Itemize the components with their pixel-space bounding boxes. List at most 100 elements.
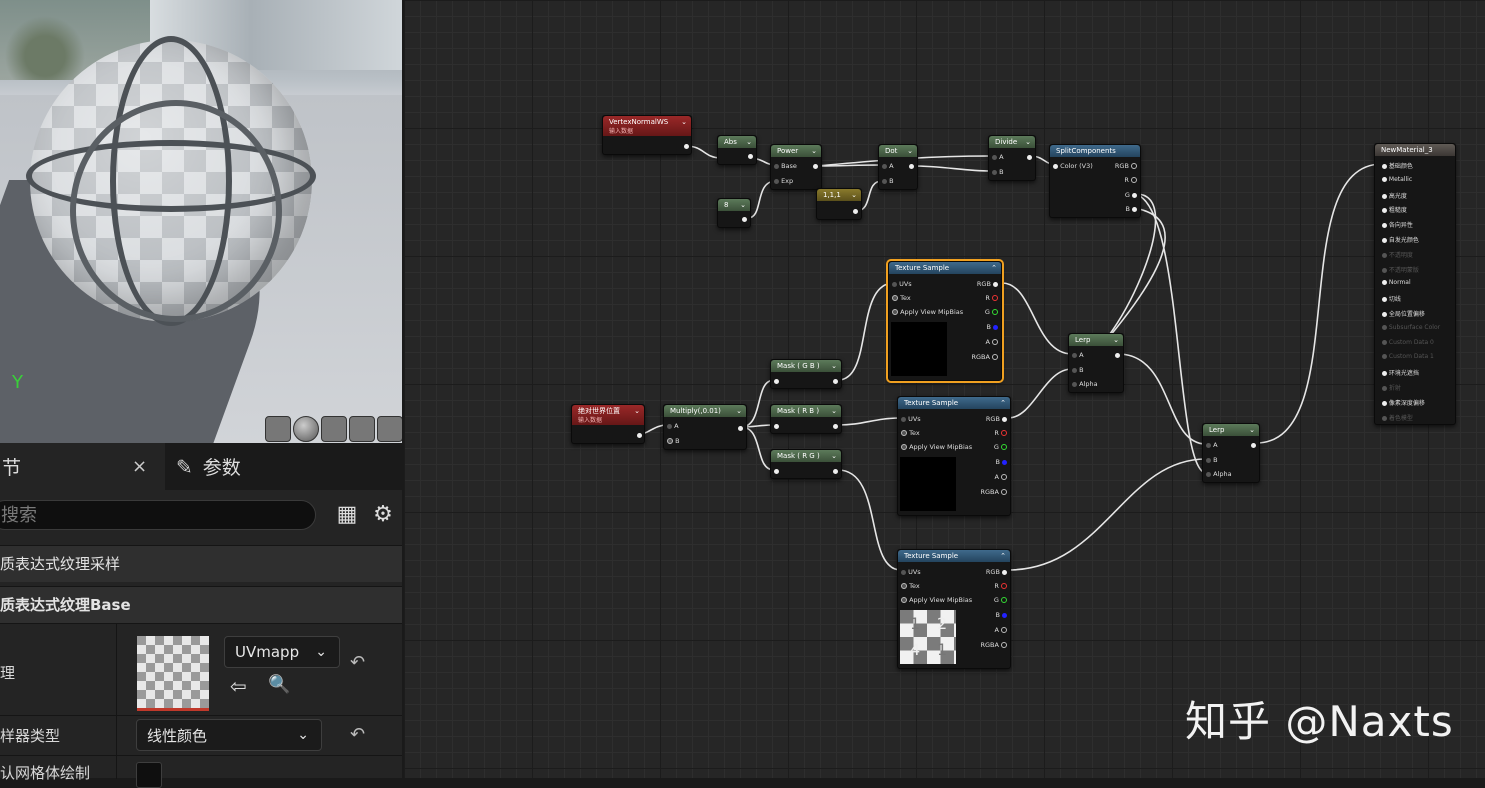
input-pin-alpha[interactable]: Alpha [1206, 470, 1232, 478]
output-pin-rgba[interactable]: RGBA [980, 488, 1007, 496]
input-pin-b[interactable]: B [1206, 456, 1218, 464]
texture-thumbnail[interactable] [137, 636, 209, 711]
output-pin-a[interactable]: A [994, 626, 1007, 634]
material-input-pin[interactable]: Custom Data 1 [1382, 353, 1434, 360]
browse-asset-icon[interactable]: 🔍 [268, 674, 291, 695]
material-input-pin[interactable]: 像素深度偏移 [1382, 398, 1425, 407]
input-pin[interactable] [774, 377, 779, 385]
output-pin-g[interactable]: G [1125, 191, 1137, 199]
node-texture-sample-3[interactable]: Texture Sample⌃ UVs Tex Apply View MipBi… [897, 549, 1011, 669]
output-pin-rgb[interactable]: RGB [986, 568, 1007, 576]
material-graph-canvas[interactable]: VertexNormalWS 输入数据 ⌄ Abs⌄ Power⌄ Base E… [404, 0, 1485, 778]
gear-icon[interactable]: ⚙ [373, 502, 393, 527]
reset-to-default-icon[interactable]: ↶ [350, 652, 366, 673]
output-pin[interactable] [637, 431, 642, 439]
output-pin-b[interactable]: B [995, 458, 1007, 466]
collapse-icon[interactable]: ⌃ [1000, 552, 1006, 560]
node-lerp-1[interactable]: Lerp⌄ A B Alpha [1068, 333, 1124, 393]
node-abs[interactable]: Abs⌄ [717, 135, 757, 165]
input-pin-mipbias[interactable]: Apply View MipBias [892, 308, 963, 316]
reset-to-default-icon[interactable]: ↶ [350, 724, 366, 745]
output-pin[interactable] [813, 162, 818, 170]
input-pin-uvs[interactable]: UVs [901, 568, 921, 576]
material-input-pin[interactable]: Metallic [1382, 176, 1412, 183]
input-pin-a[interactable]: A [1072, 351, 1084, 359]
output-pin-rgb[interactable]: RGB [986, 415, 1007, 423]
node-material-output[interactable]: NewMaterial_3 基础颜色 Metallic 高光度 粗糙度 各向异性… [1374, 143, 1456, 425]
input-pin[interactable] [774, 467, 779, 475]
input-pin-exp[interactable]: Exp [774, 177, 793, 185]
input-pin-mipbias[interactable]: Apply View MipBias [901, 596, 972, 604]
output-pin-b[interactable]: B [995, 611, 1007, 619]
material-input-pin[interactable]: 高光度 [1382, 191, 1407, 200]
node-texture-sample-1[interactable]: Texture Sample⌃ UVs Tex Apply View MipBi… [886, 259, 1004, 383]
output-pin[interactable] [748, 152, 753, 160]
output-pin-r[interactable]: R [1124, 176, 1137, 184]
input-pin-a[interactable]: A [882, 162, 894, 170]
collapse-icon[interactable]: ⌃ [1000, 399, 1006, 407]
material-input-pin[interactable]: Normal [1382, 279, 1411, 286]
collapse-icon[interactable]: ⌃ [991, 264, 997, 272]
output-pin-rgba[interactable]: RGBA [971, 353, 998, 361]
input-pin-tex[interactable]: Tex [901, 429, 920, 437]
input-pin-a[interactable]: A [992, 153, 1004, 161]
output-pin-r[interactable]: R [985, 294, 998, 302]
output-pin[interactable] [742, 215, 747, 223]
input-pin-alpha[interactable]: Alpha [1072, 380, 1098, 388]
input-pin-color[interactable]: Color (V3) [1053, 162, 1093, 170]
cylinder-mesh-button[interactable] [265, 416, 291, 442]
use-selected-asset-icon[interactable]: ⇦ [230, 674, 247, 698]
material-input-pin[interactable]: 不透明蒙版 [1382, 265, 1419, 274]
input-pin-b[interactable]: B [992, 168, 1004, 176]
output-pin-b[interactable]: B [1125, 205, 1137, 213]
output-pin[interactable] [833, 377, 838, 385]
default-mesh-paint-checkbox[interactable] [136, 762, 162, 788]
section-texture-base[interactable]: 质表达式纹理Base [0, 586, 402, 623]
node-power[interactable]: Power⌄ Base Exp [770, 144, 822, 190]
output-pin[interactable] [833, 467, 838, 475]
material-input-pin[interactable]: 基础颜色 [1382, 161, 1413, 170]
table-view-icon[interactable]: ▦ [336, 502, 358, 527]
material-input-pin[interactable]: 各向异性 [1382, 220, 1413, 229]
input-pin-mipbias[interactable]: Apply View MipBias [901, 443, 972, 451]
output-pin-a[interactable]: A [985, 338, 998, 346]
input-pin-tex[interactable]: Tex [892, 294, 911, 302]
node-mask-gb[interactable]: Mask ( G B )⌄ [770, 359, 842, 389]
output-pin-r[interactable]: R [994, 582, 1007, 590]
node-mask-rg[interactable]: Mask ( R G )⌄ [770, 449, 842, 479]
material-input-pin[interactable]: 着色模型 [1382, 413, 1413, 422]
material-input-pin[interactable]: 不透明度 [1382, 250, 1413, 259]
node-vertex-normal-ws[interactable]: VertexNormalWS 输入数据 ⌄ [602, 115, 692, 155]
output-pin-rgb[interactable]: RGB [1115, 162, 1137, 170]
material-input-pin[interactable]: 环境光遮挡 [1382, 368, 1419, 377]
output-pin-g[interactable]: G [994, 596, 1007, 604]
search-input[interactable] [0, 500, 316, 530]
output-pin-r[interactable]: R [994, 429, 1007, 437]
node-constant-8[interactable]: 8⌄ [717, 198, 751, 228]
node-dot[interactable]: Dot⌄ A B [878, 144, 918, 190]
custom-mesh-button[interactable] [377, 416, 402, 442]
input-pin-uvs[interactable]: UVs [901, 415, 921, 423]
input-pin[interactable] [774, 422, 779, 430]
input-pin-base[interactable]: Base [774, 162, 797, 170]
material-preview-viewport[interactable]: Y [0, 0, 402, 443]
output-pin[interactable] [909, 162, 914, 170]
node-mask-rb[interactable]: Mask ( R B )⌄ [770, 404, 842, 434]
section-texture-sample[interactable]: 质表达式纹理采样 [0, 545, 402, 582]
texture-asset-combo[interactable]: UVmapp ⌄ [224, 636, 340, 668]
node-split-components[interactable]: SplitComponents Color (V3) RGB R G B [1049, 144, 1141, 218]
output-pin-g[interactable]: G [985, 308, 998, 316]
input-pin-b[interactable]: B [882, 177, 894, 185]
node-lerp-2[interactable]: Lerp⌄ A B Alpha [1202, 423, 1260, 483]
input-pin-a[interactable]: A [1206, 441, 1218, 449]
sphere-mesh-button[interactable] [293, 416, 319, 442]
material-input-pin[interactable]: Subsurface Color [1382, 324, 1440, 331]
plane-mesh-button[interactable] [321, 416, 347, 442]
node-multiply[interactable]: Multiply(,0.01)⌄ A B [663, 404, 747, 450]
material-input-pin[interactable]: 全局位置偏移 [1382, 309, 1425, 318]
material-input-pin[interactable]: 粗糙度 [1382, 205, 1407, 214]
node-texture-sample-2[interactable]: Texture Sample⌃ UVs Tex Apply View MipBi… [897, 396, 1011, 516]
output-pin-rgb[interactable]: RGB [977, 280, 998, 288]
close-icon[interactable]: × [132, 456, 148, 477]
node-absolute-world-position[interactable]: 绝对世界位置 输入数据 ⌄ [571, 404, 645, 444]
